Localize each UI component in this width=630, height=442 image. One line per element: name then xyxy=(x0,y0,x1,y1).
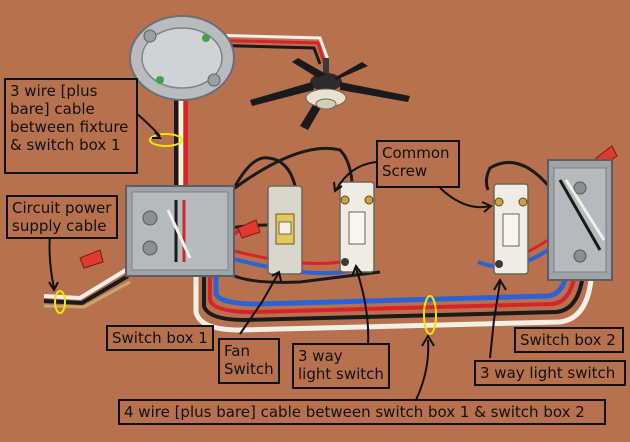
four-wire-cable xyxy=(193,261,595,333)
three-way-switch-1 xyxy=(339,181,375,273)
label-four-wire-cable: 4 wire [plus bare] cable between switch … xyxy=(118,399,606,425)
label-three-wire-cable: 3 wire [plus bare] cable between fixture… xyxy=(4,78,138,174)
label-fan-switch: Fan Switch xyxy=(218,338,280,384)
switch-box-1 xyxy=(125,185,235,277)
label-common-screw: Common Screw xyxy=(376,140,460,188)
fan-wires xyxy=(204,33,330,65)
four-wire-cable-marker xyxy=(423,295,437,335)
wire-nuts xyxy=(79,145,618,269)
fixture-cable-marker xyxy=(149,133,183,147)
fan-switch xyxy=(267,185,303,275)
label-circuit-power: Circuit power supply cable xyxy=(6,195,118,239)
box1-switch-wires xyxy=(218,146,381,284)
switch-box-2 xyxy=(547,159,613,281)
label-switch-box-1: Switch box 1 xyxy=(106,325,214,351)
three-way-switch-2 xyxy=(493,183,529,275)
fixture-box xyxy=(129,15,235,101)
label-three-way-switch-2: 3 way light switch xyxy=(474,360,626,386)
ceiling-fan xyxy=(250,58,410,130)
label-three-way-switch-1: 3 way light switch xyxy=(292,343,390,389)
power-cable-marker xyxy=(54,290,66,314)
label-switch-box-2: Switch box 2 xyxy=(514,327,624,353)
